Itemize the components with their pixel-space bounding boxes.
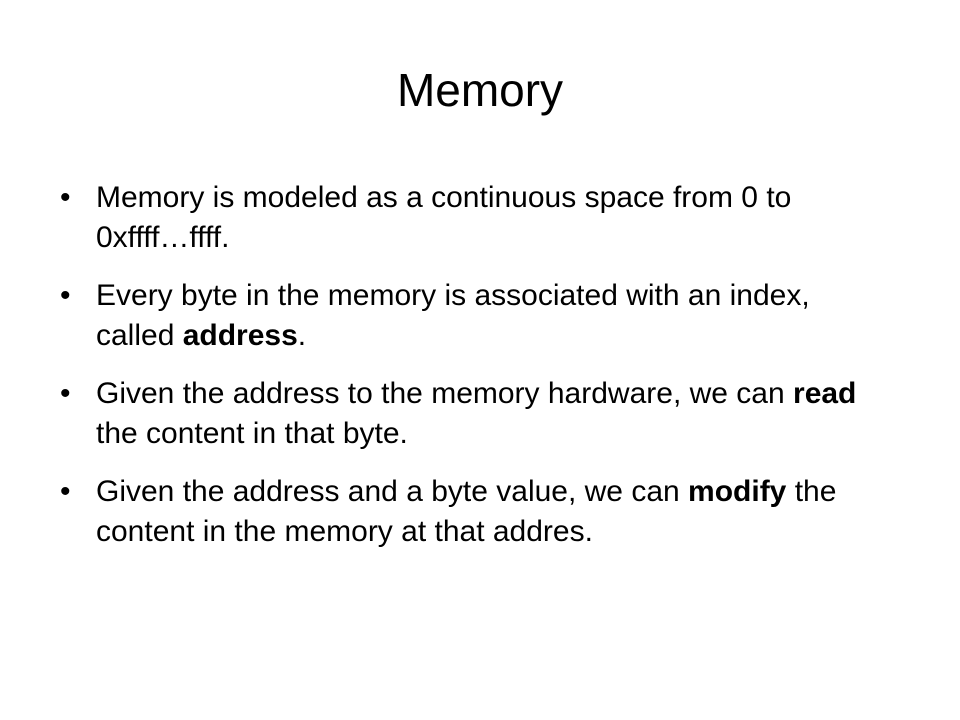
bullet-list: • Memory is modeled as a continuous spac…: [60, 178, 880, 570]
bullet-text-part: Memory is modeled as a continuous space …: [96, 181, 792, 254]
bullet-text-part: the content in the memory at that addres…: [96, 475, 837, 548]
bullet-item: • Memory is modeled as a continuous spac…: [60, 178, 880, 258]
bullet-dot-icon: •: [60, 279, 71, 312]
bullet-dot-icon: •: [60, 377, 71, 410]
bullet-bold-term: read: [793, 377, 857, 410]
bullet-dot-icon: •: [60, 475, 71, 508]
bullet-text-part: Given the address to the memory hardware…: [96, 377, 794, 410]
bullet-text-part: the content in that byte.: [96, 417, 408, 450]
bullet-text: Given the address and a byte value, we c…: [96, 475, 836, 548]
bullet-text-part: .: [297, 319, 307, 352]
bullet-dot-icon: •: [60, 181, 71, 214]
bullet-item: • Every byte in the memory is associated…: [60, 276, 880, 356]
bullet-text-part: Every byte in the memory is associated w…: [96, 279, 810, 352]
bullet-text-part: Given the address and a byte value, we c…: [96, 475, 689, 508]
bullet-bold-term: modify: [688, 475, 787, 508]
slide-title: Memory: [396, 64, 564, 116]
bullet-bold-term: address: [182, 319, 298, 352]
bullet-text: Every byte in the memory is associated w…: [96, 279, 810, 352]
bullet-text: Memory is modeled as a continuous space …: [96, 181, 791, 254]
bullet-item: • Given the address and a byte value, we…: [60, 472, 880, 552]
bullet-item: • Given the address to the memory hardwa…: [60, 374, 880, 454]
bullet-text: Given the address to the memory hardware…: [96, 377, 856, 450]
